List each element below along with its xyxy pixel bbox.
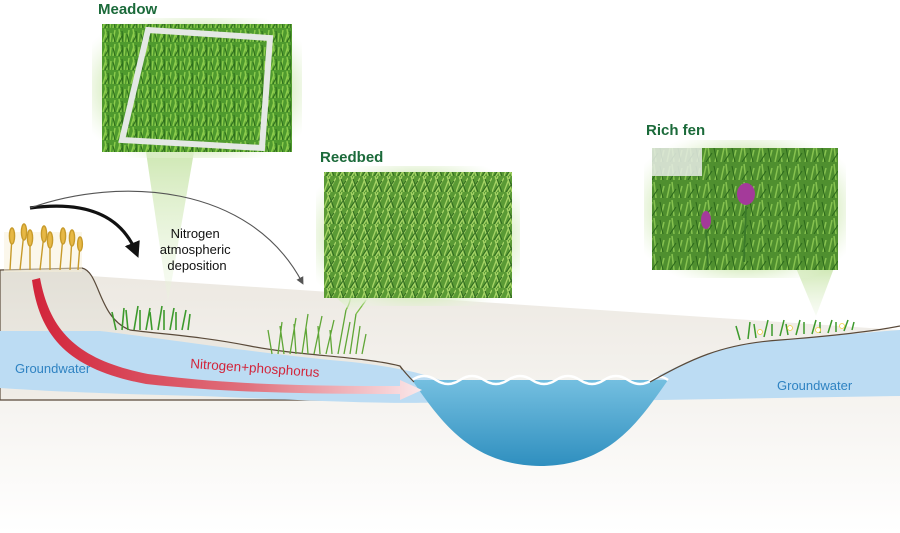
rich-fen-title: Rich fen xyxy=(646,122,705,139)
deposition-arrow-black xyxy=(29,204,140,258)
deposition-label: Nitrogen atmospheric deposition xyxy=(160,226,234,273)
deposition-arrow-gray xyxy=(29,190,304,285)
meadow-photo xyxy=(92,18,302,158)
nutrient-flow-arrow xyxy=(32,278,422,400)
right-bank xyxy=(649,325,900,383)
groundwater-label-right: Groundwater xyxy=(777,378,853,393)
pond xyxy=(412,380,668,466)
reedbed-photo xyxy=(316,166,520,306)
reedbed-title: Reedbed xyxy=(320,149,383,166)
rich-fen-photo xyxy=(644,140,846,278)
meadow-grass xyxy=(111,305,191,331)
groundwater-label-left: Groundwater xyxy=(15,361,91,376)
meadow-connector xyxy=(146,152,194,302)
rich-fen-connector xyxy=(796,268,834,316)
meadow-title: Meadow xyxy=(98,1,158,18)
wheat-field xyxy=(4,223,84,272)
rich-fen-grass xyxy=(735,319,855,341)
pond-surface xyxy=(411,374,669,386)
